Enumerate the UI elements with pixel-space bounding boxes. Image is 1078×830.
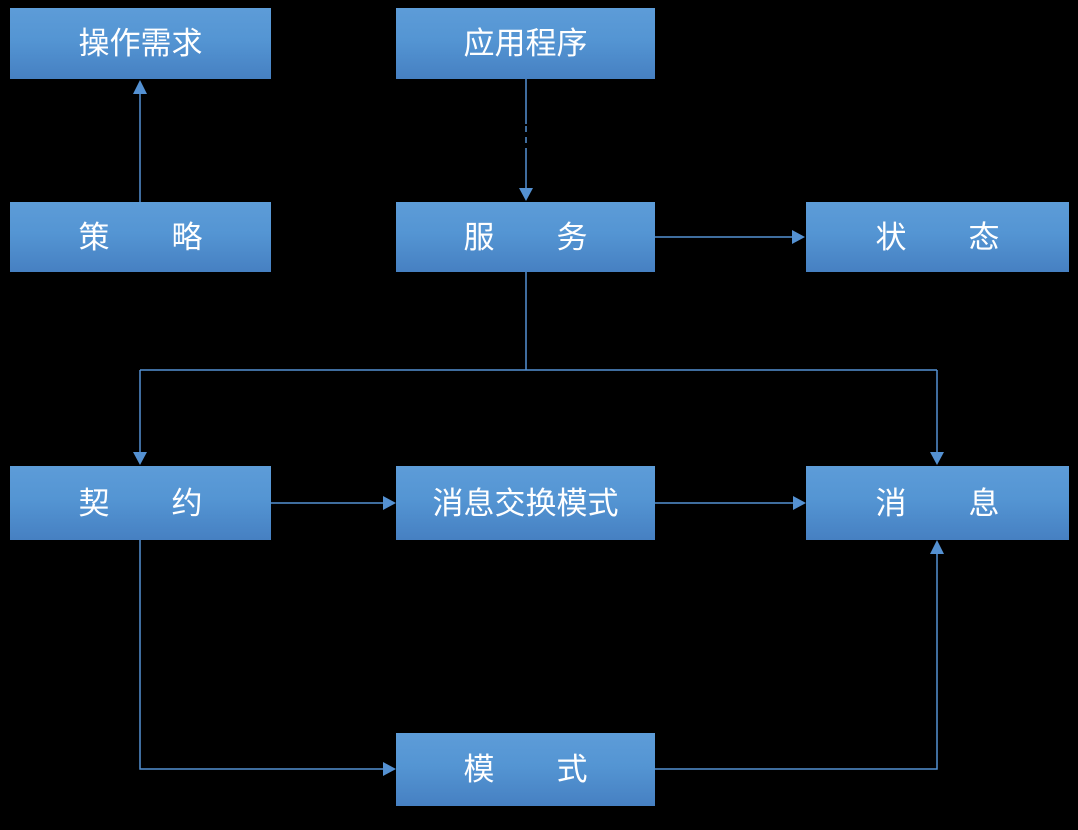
arrowhead-right-icon xyxy=(792,230,805,244)
node-label: 操作需求 xyxy=(78,26,203,61)
node-label: 状 态 xyxy=(875,219,1000,255)
node-contract: 契 约 xyxy=(10,466,271,540)
arrowhead-down-icon xyxy=(519,188,533,201)
arrowhead-right-icon xyxy=(793,496,806,510)
arrowhead-down-icon xyxy=(930,452,944,465)
node-label: 模 式 xyxy=(463,752,588,787)
edge-contract-to-schema xyxy=(139,540,396,776)
node-schema: 模 式 xyxy=(396,733,655,806)
node-policy: 策 略 xyxy=(10,202,271,272)
node-label: 策 略 xyxy=(78,219,203,255)
edge-policy-to-operation-requirements xyxy=(133,80,147,202)
edge-schema-to-message xyxy=(655,540,944,770)
node-label: 契 约 xyxy=(78,485,203,521)
node-message: 消 息 xyxy=(806,466,1069,540)
node-application: 应用程序 xyxy=(396,8,655,79)
arrowhead-up-icon xyxy=(930,540,944,554)
arrowhead-up-icon xyxy=(133,80,147,94)
edge-application-to-service xyxy=(519,79,533,201)
arrowhead-down-icon xyxy=(133,452,147,465)
node-label: 消息交换模式 xyxy=(432,485,619,521)
edge-message-exchange-pattern-to-message xyxy=(655,496,806,510)
edge-service-to-state xyxy=(655,230,805,244)
node-service: 服 务 xyxy=(396,202,655,272)
node-label: 消 息 xyxy=(875,485,1000,521)
node-message-exchange-pattern: 消息交换模式 xyxy=(396,466,655,540)
arrowhead-right-icon xyxy=(383,762,396,776)
node-state: 状 态 xyxy=(806,202,1069,272)
node-label: 应用程序 xyxy=(463,26,588,61)
node-operation-requirements: 操作需求 xyxy=(10,8,271,79)
edge-service-branch xyxy=(133,272,944,465)
node-label: 服 务 xyxy=(463,219,588,255)
edge-contract-to-message-exchange-pattern xyxy=(271,496,396,510)
arrowhead-right-icon xyxy=(383,496,396,510)
